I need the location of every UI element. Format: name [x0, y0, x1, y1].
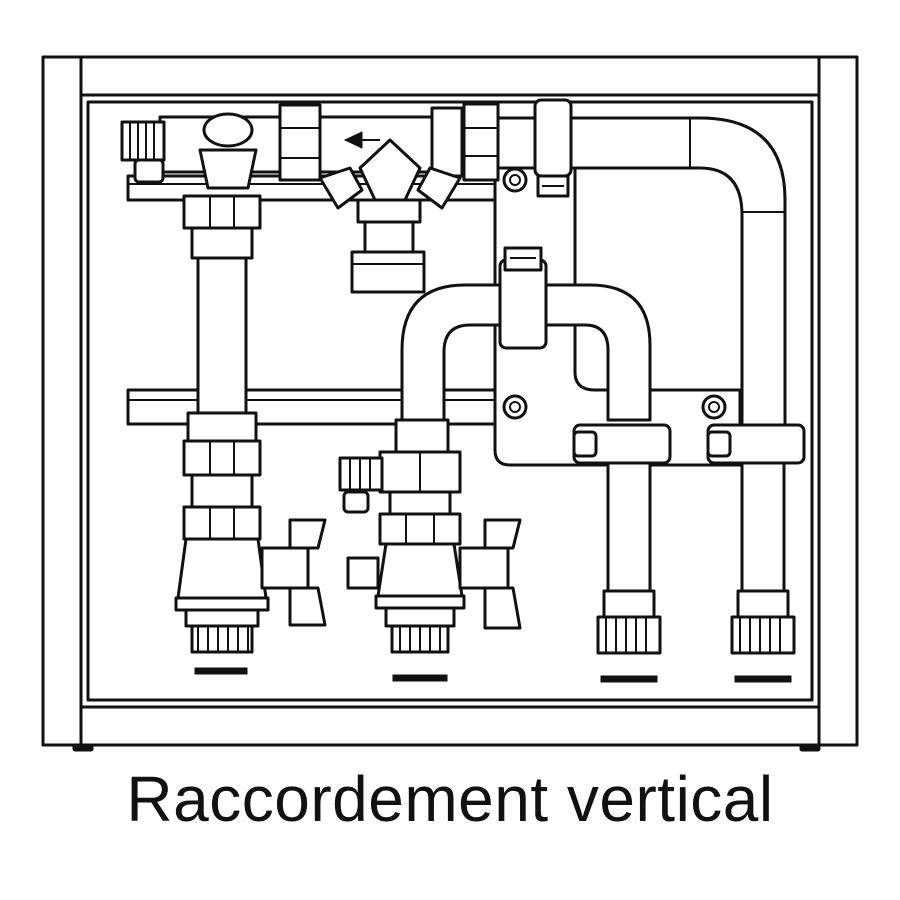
mounting-plate — [493, 118, 742, 467]
plumbing-module-diagram — [41, 55, 859, 752]
diagram-caption: Raccordement vertical — [126, 763, 774, 835]
filter-valve — [133, 112, 258, 190]
ball-valve-middle — [338, 418, 522, 682]
return-pipe-right — [476, 116, 787, 442]
middle-u-pipe — [400, 246, 652, 422]
pipe-clamp-top — [533, 98, 573, 198]
right-vertical-pipes — [572, 423, 806, 683]
pressure-regulator — [318, 131, 462, 294]
mounting-bolts — [502, 167, 727, 420]
ball-valve-left — [174, 518, 327, 675]
left-vertical-pipe — [182, 194, 262, 541]
